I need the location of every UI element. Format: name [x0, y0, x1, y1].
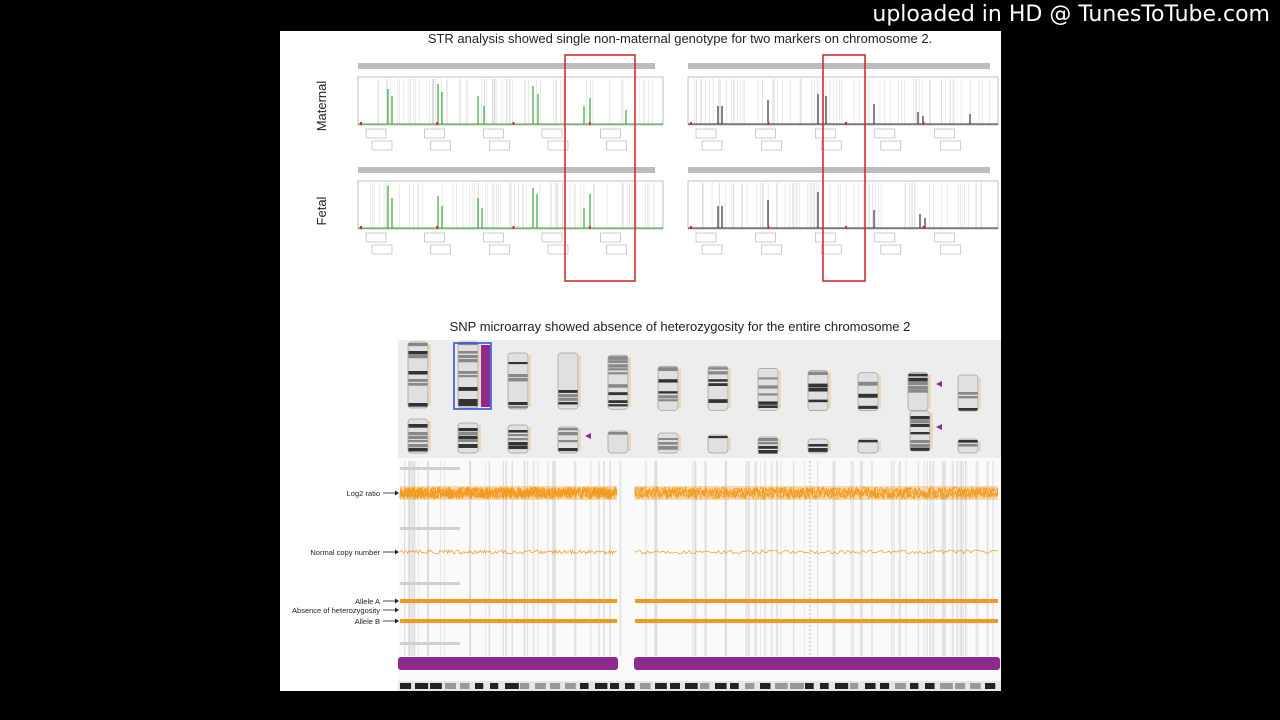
chromosome-13	[407, 418, 431, 454]
karyogram	[407, 341, 981, 454]
str-electropherograms	[357, 63, 999, 255]
svg-text:Absence of heterozygosity: Absence of heterozygosity	[292, 606, 380, 615]
highlight-box-right	[822, 54, 866, 282]
str-panel-fetal-right	[687, 167, 999, 255]
snp-tracks	[398, 461, 1001, 691]
str-row-label-maternal: Maternal	[314, 81, 329, 132]
watermark-text: uploaded in HD @ TunesToTube.com	[872, 2, 1270, 27]
track-label-allele-b: Allele B	[355, 617, 399, 626]
chromosome-10	[857, 372, 881, 412]
karyogram-background	[398, 340, 1001, 458]
track-label-absence-of-heterozygosity: Absence of heterozygosity	[292, 606, 399, 615]
str-title: STR analysis showed single non-maternal …	[428, 31, 932, 46]
chromosome-9	[807, 370, 831, 411]
chromosome-12	[957, 374, 981, 412]
chromosome-16	[557, 426, 581, 454]
chromosome-8	[757, 368, 781, 411]
track-label-normal-copy-number: Normal copy number	[310, 548, 399, 557]
roh-bar-p-arm	[398, 657, 618, 670]
chromosome-14	[457, 422, 481, 454]
chromosome-3	[507, 352, 531, 410]
chromosome-7	[707, 365, 731, 411]
chromosome-19	[707, 434, 731, 454]
str-panel-maternal-left	[357, 63, 664, 151]
svg-text:Allele A: Allele A	[355, 597, 380, 606]
chromosome-17	[607, 430, 631, 454]
figure-panel: STR analysis showed single non-maternal …	[280, 31, 1001, 691]
str-row-label-fetal: Fetal	[314, 196, 329, 225]
chromosome-11	[907, 372, 931, 412]
chromosome-1	[407, 341, 431, 409]
highlight-box-left	[564, 54, 636, 282]
selected-chromosome-2-frame	[453, 342, 492, 410]
chromosome-2-roh-marker	[481, 345, 490, 407]
svg-text:Normal copy number: Normal copy number	[310, 548, 380, 557]
roh-bar-q-arm	[634, 657, 1000, 670]
str-panel-maternal-right	[687, 63, 999, 151]
str-panel-fetal-left	[357, 167, 664, 255]
karyogram-marker-3	[585, 433, 591, 439]
track-label-log2-ratio: Log2 ratio	[347, 489, 399, 498]
figure-svg: STR analysis showed single non-maternal …	[292, 31, 1001, 691]
chromosome-2	[457, 341, 481, 409]
chromosome-21	[807, 438, 831, 454]
chromosome-5	[607, 354, 631, 410]
chromosome-6	[657, 365, 681, 411]
track-label-allele-a: Allele A	[355, 597, 399, 606]
svg-text:Log2 ratio: Log2 ratio	[347, 489, 380, 498]
svg-text:Allele B: Allele B	[355, 617, 380, 626]
karyogram-marker-2	[936, 424, 942, 430]
chromosome-x	[909, 410, 933, 452]
chromosome-20	[757, 436, 781, 454]
chromosome-15	[507, 424, 531, 454]
chromosome-23	[957, 438, 981, 454]
chromosome-18	[657, 432, 681, 454]
chromosome-22	[857, 438, 881, 454]
snp-title: SNP microarray showed absence of heteroz…	[450, 319, 911, 334]
karyogram-marker-1	[936, 381, 942, 387]
chromosome-4	[557, 352, 581, 410]
